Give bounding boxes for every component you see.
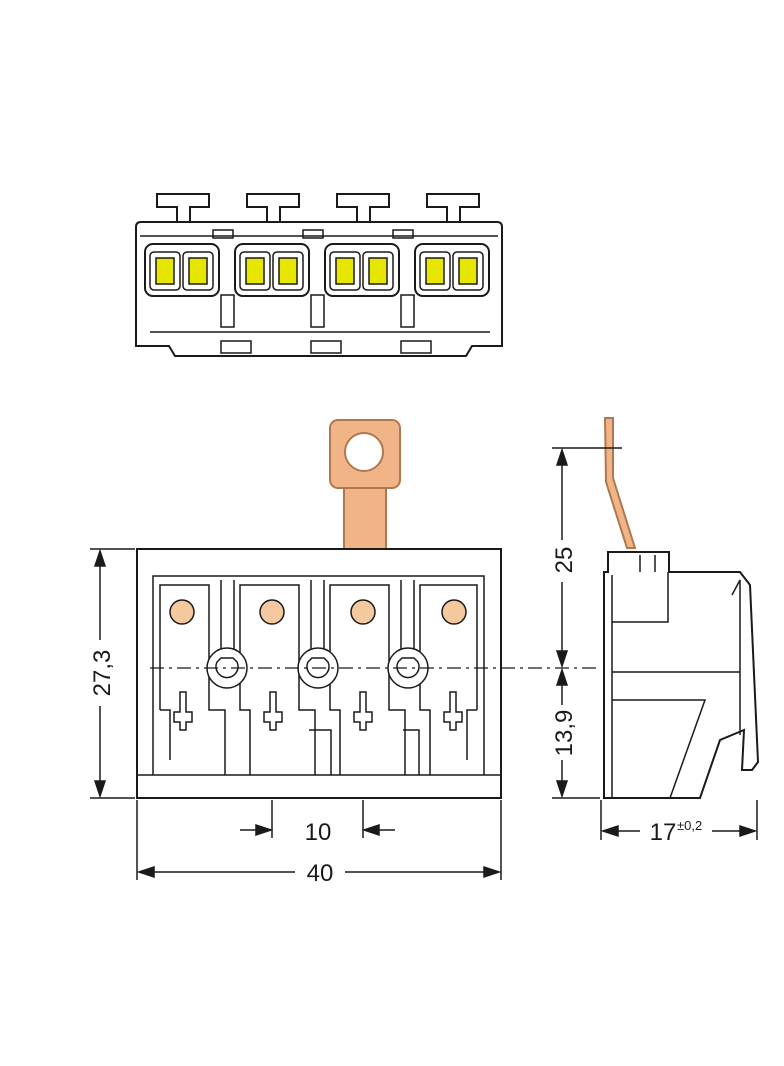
release-slots: [173, 691, 463, 731]
yellow-levers: [149, 251, 484, 291]
front-view: [136, 419, 600, 799]
test-tab: [329, 419, 401, 551]
dim-label-depth-tolerance: ±0,2: [677, 818, 702, 833]
contact-points: [169, 599, 467, 625]
dim-label-depth: 17: [650, 819, 677, 846]
dim-label-pin-height: 25: [551, 547, 578, 574]
top-housing-outline: [135, 221, 503, 357]
dim-label-height-total: 27,3: [89, 650, 116, 697]
side-view: [603, 417, 760, 799]
top-view: [135, 193, 503, 357]
dim-label-width-total: 40: [307, 860, 334, 887]
dim-label-pitch: 10: [305, 819, 332, 846]
dim-label-lower-height: 13,9: [551, 710, 578, 757]
side-test-pin: [603, 417, 637, 549]
dimension-lines: [90, 447, 758, 880]
contact-channels: [159, 580, 478, 775]
side-housing: [603, 551, 760, 799]
